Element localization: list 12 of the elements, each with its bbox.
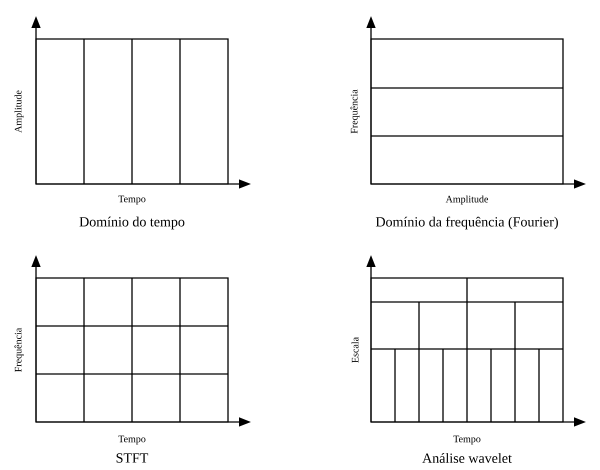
- axis-label: Amplitude: [14, 90, 24, 133]
- axis-label: Escala: [351, 337, 359, 363]
- panel-caption: STFT: [116, 453, 148, 463]
- axis-label: Frequência: [14, 328, 24, 372]
- axis-label: Tempo: [118, 196, 146, 204]
- axis-label: Amplitude: [446, 195, 488, 205]
- axis-label: Frequência: [350, 89, 360, 134]
- panel-caption: Domínio do tempo: [80, 216, 184, 230]
- axis-label: Tempo: [453, 436, 480, 444]
- axis-label: Tempo: [118, 436, 146, 444]
- panel-caption: Análise wavelet: [422, 453, 512, 463]
- panel-caption: Domínio da frequência (Fourier): [376, 216, 558, 230]
